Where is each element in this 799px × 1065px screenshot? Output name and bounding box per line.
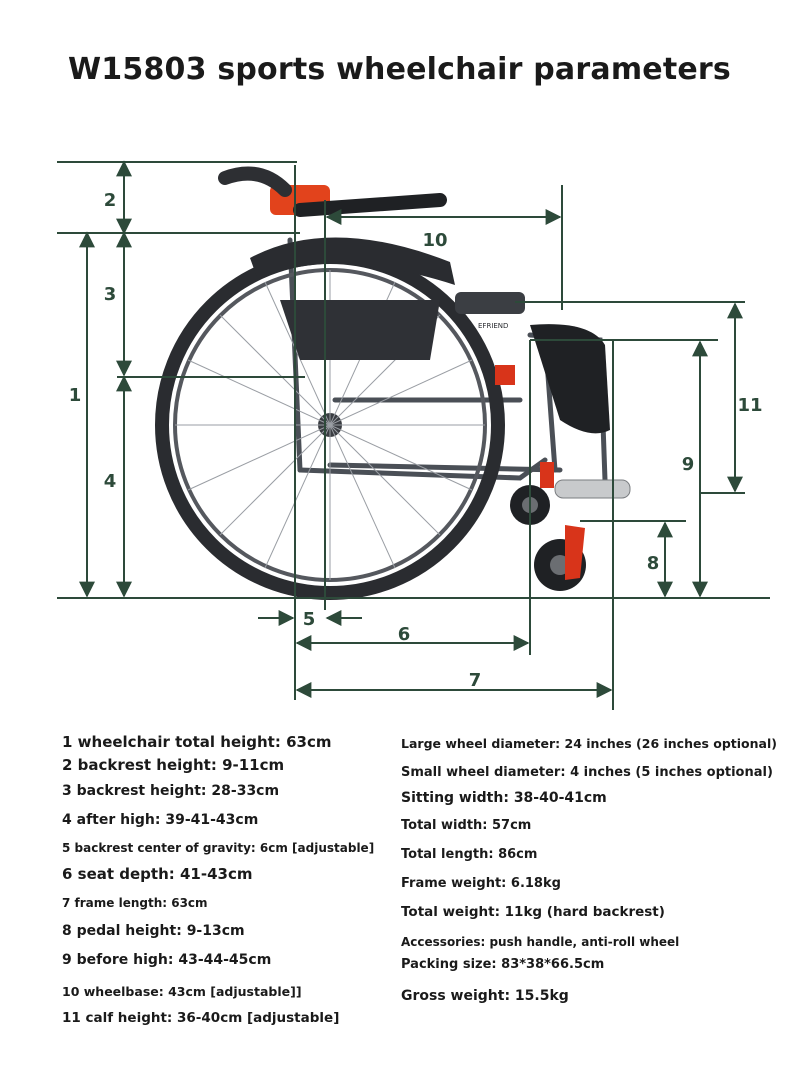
spec-gross-weight: Gross weight: 15.5kg bbox=[401, 988, 569, 1004]
marker-5: 5 bbox=[303, 609, 316, 630]
marker-6: 6 bbox=[398, 624, 411, 645]
spec-calf-height: 11 calf height: 36-40cm [adjustable] bbox=[62, 1010, 340, 1026]
spec-seat-depth: 6 seat depth: 41-43cm bbox=[62, 865, 253, 883]
spec-frame-weight: Frame weight: 6.18kg bbox=[401, 876, 561, 891]
page-title: W15803 sports wheelchair parameters bbox=[68, 52, 731, 87]
spec-total-height: 1 wheelchair total height: 63cm bbox=[62, 733, 332, 751]
spec-packing-size: Packing size: 83*38*66.5cm bbox=[401, 957, 605, 972]
spec-rear-height: 4 after high: 39-41-43cm bbox=[62, 812, 259, 828]
spec-accessories: Accessories: push handle, anti-roll whee… bbox=[401, 935, 680, 949]
spec-total-weight: Total weight: 11kg (hard backrest) bbox=[401, 904, 665, 920]
marker-4: 4 bbox=[104, 471, 117, 492]
spec-pedal-height: 8 pedal height: 9-13cm bbox=[62, 923, 245, 939]
spec-backrest-height-upper: 2 backrest height: 9-11cm bbox=[62, 756, 285, 774]
marker-11: 11 bbox=[737, 395, 762, 416]
spec-total-width: Total width: 57cm bbox=[401, 818, 532, 833]
spec-wheelbase: 10 wheelbase: 43cm [adjustable]] bbox=[62, 984, 302, 999]
marker-3: 3 bbox=[104, 284, 117, 305]
spec-large-wheel-diameter: Large wheel diameter: 24 inches (26 inch… bbox=[401, 736, 777, 751]
spec-small-wheel-diameter: Small wheel diameter: 4 inches (5 inches… bbox=[401, 765, 773, 780]
spec-sitting-width: Sitting width: 38-40-41cm bbox=[401, 790, 607, 806]
spec-frame-length: 7 frame length: 63cm bbox=[62, 896, 208, 910]
marker-7: 7 bbox=[469, 670, 482, 691]
marker-9: 9 bbox=[682, 454, 695, 475]
spec-backrest-height: 3 backrest height: 28-33cm bbox=[62, 783, 280, 799]
spec-total-length: Total length: 86cm bbox=[401, 847, 538, 862]
marker-8: 8 bbox=[647, 553, 660, 574]
spec-front-height: 9 before high: 43-44-45cm bbox=[62, 952, 272, 968]
wheelchair-image: EFRIEND bbox=[155, 166, 631, 600]
marker-10: 10 bbox=[422, 230, 447, 251]
brand-label: EFRIEND bbox=[478, 322, 508, 330]
marker-1: 1 bbox=[69, 385, 82, 406]
dimension-lines bbox=[57, 160, 770, 710]
spec-backrest-center-of-gravity: 5 backrest center of gravity: 6cm [adjus… bbox=[62, 841, 375, 855]
marker-2: 2 bbox=[104, 190, 117, 211]
wheelchair-dimension-diagram: EFRIEND bbox=[57, 160, 770, 710]
